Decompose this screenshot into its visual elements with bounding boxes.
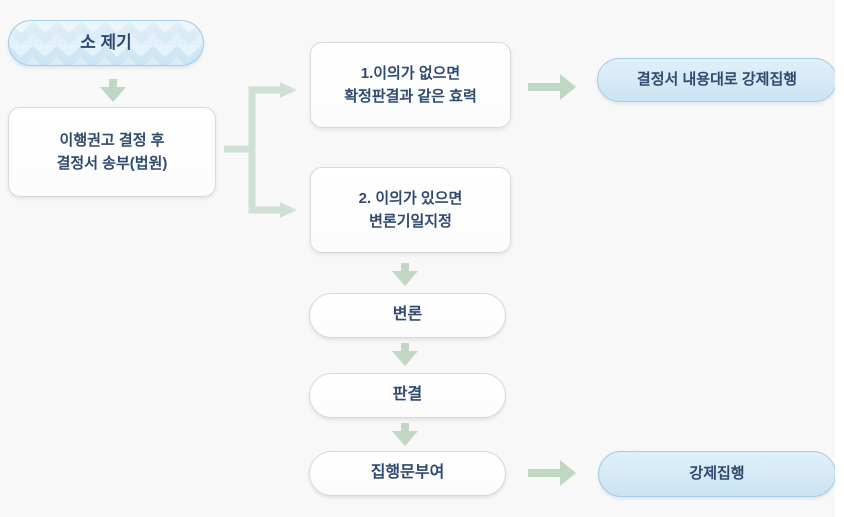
node-pleading: 변론 xyxy=(309,293,506,338)
node-recommendation-line1: 이행권고 결정 후 xyxy=(59,131,165,149)
arrow-right-icon xyxy=(528,74,576,100)
node-branch-no-objection-line2: 확정판결과 같은 효력 xyxy=(344,88,477,105)
node-enforcement-per-decision-label: 결정서 내용대로 강제집행 xyxy=(636,71,798,89)
node-recommendation-line2: 결정서 송부(법원) xyxy=(56,155,168,172)
arrow-down-icon xyxy=(392,343,418,366)
node-judgment: 판결 xyxy=(309,373,506,418)
arrow-down-icon xyxy=(100,79,126,102)
node-compulsory-execution: 강제집행 xyxy=(598,451,836,497)
node-recommendation: 이행권고 결정 후 결정서 송부(법원) xyxy=(8,107,216,197)
node-execution-clause: 집행문부여 xyxy=(309,451,506,496)
arrow-right-icon xyxy=(528,460,576,486)
branch-connector-icon xyxy=(224,81,302,221)
node-pleading-label: 변론 xyxy=(392,306,423,324)
node-branch-no-objection-line1: 1.이의가 없으면 xyxy=(360,64,461,82)
node-enforcement-per-decision: 결정서 내용대로 강제집행 xyxy=(597,58,837,102)
node-branch-objection-line1: 2. 이의가 있으면 xyxy=(358,189,463,207)
node-branch-no-objection: 1.이의가 없으면 확정판결과 같은 효력 xyxy=(310,42,511,128)
node-execution-clause-label: 집행문부여 xyxy=(370,464,445,482)
arrow-down-icon xyxy=(392,423,418,446)
node-filing: 소 제기 xyxy=(8,20,204,66)
node-branch-objection-line2: 변론기일지정 xyxy=(369,213,452,230)
node-compulsory-execution-label: 강제집행 xyxy=(689,465,745,483)
node-branch-objection: 2. 이의가 있으면 변론기일지정 xyxy=(310,167,511,253)
arrow-down-icon xyxy=(392,263,418,286)
node-filing-label: 소 제기 xyxy=(80,32,132,52)
node-judgment-label: 판결 xyxy=(392,386,423,404)
right-edge-strip xyxy=(835,0,844,517)
